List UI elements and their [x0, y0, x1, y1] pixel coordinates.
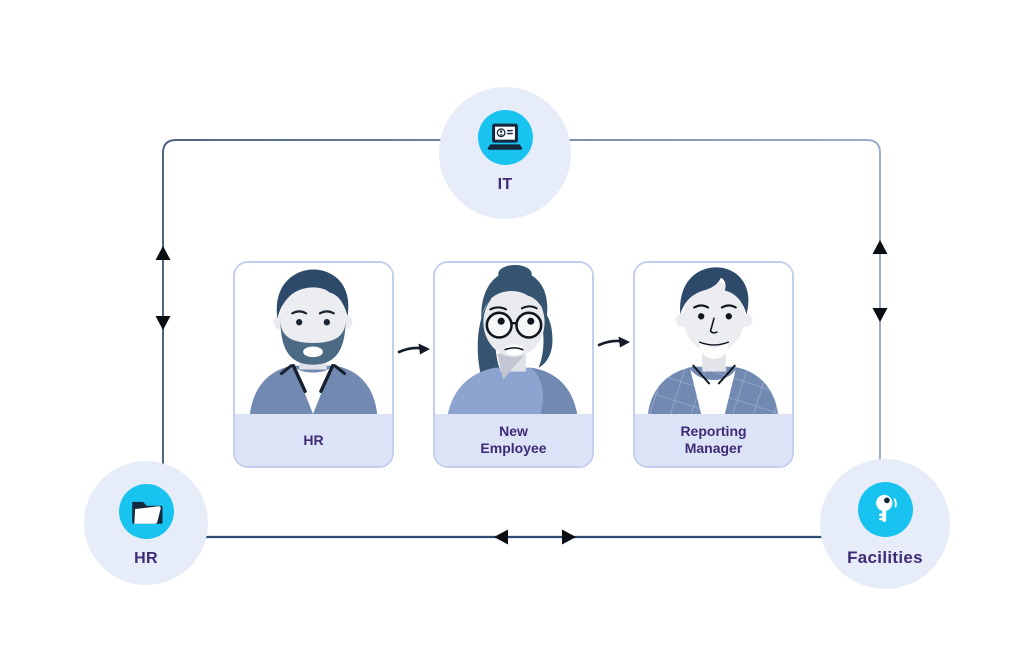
- arrow-employee-to-manager: [597, 336, 630, 348]
- laptop-profile-icon-art: [487, 123, 523, 150]
- hr-person-art: [249, 269, 378, 414]
- key-icon-art: [876, 494, 897, 522]
- node-facilities: Facilities: [820, 459, 950, 589]
- new-employee-art: [447, 264, 578, 414]
- right-updown-arrows: [872, 240, 888, 322]
- key-icon: [857, 482, 913, 537]
- card-reporting-manager-label: Reporting Manager: [635, 414, 792, 466]
- node-it-label: IT: [497, 176, 513, 193]
- reporting-manager-portrait: [635, 263, 792, 414]
- card-reporting-manager: Reporting Manager: [633, 261, 794, 468]
- open-folder-icon: [118, 484, 174, 539]
- card-new-employee-label-line1: New: [499, 423, 528, 439]
- node-hr-label: HR: [134, 550, 158, 567]
- card-new-employee-label: New Employee: [435, 414, 592, 466]
- card-new-employee: New Employee: [433, 261, 594, 468]
- card-new-employee-label-line2: Employee: [480, 440, 547, 456]
- hr-portrait: [235, 263, 392, 414]
- new-employee-portrait: [435, 263, 592, 414]
- open-folder-icon-art: [131, 501, 162, 524]
- reporting-manager-art: [647, 267, 779, 414]
- node-hr: HR: [84, 461, 208, 585]
- laptop-profile-icon: [477, 110, 533, 165]
- bottom-leftright-arrows: [494, 529, 576, 545]
- node-it: IT: [439, 87, 571, 219]
- card-hr-label-line1: HR: [303, 431, 324, 448]
- card-reporting-manager-label-line2: Manager: [684, 440, 743, 456]
- card-reporting-manager-label-line1: Reporting: [680, 423, 747, 439]
- node-facilities-label: Facilities: [847, 548, 923, 567]
- left-updown-arrows: [155, 246, 171, 330]
- arrow-hr-to-employee: [397, 343, 430, 355]
- card-hr: HR: [233, 261, 394, 468]
- card-hr-label: HR: [235, 414, 392, 466]
